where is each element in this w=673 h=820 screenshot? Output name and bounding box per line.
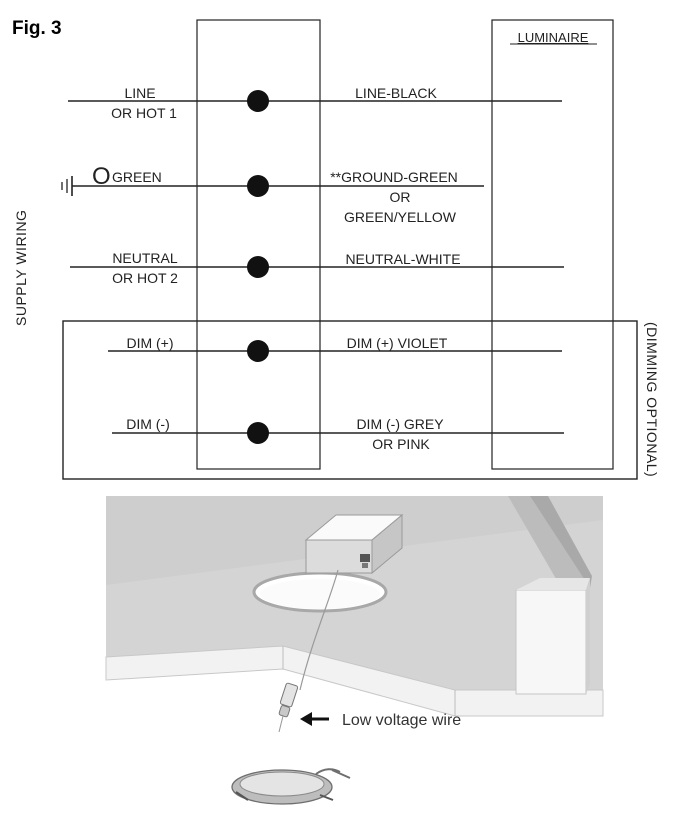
wire-nut	[247, 175, 269, 197]
ceiling-edge	[105, 645, 604, 717]
wire-nut	[247, 340, 269, 362]
wire-ground: O GREEN **GROUND-GREEN OR GREEN/YELLOW	[61, 163, 484, 225]
callout-arrow	[300, 712, 329, 726]
wire-through-hole	[299, 569, 339, 691]
fixture-label: GREEN/YELLOW	[344, 209, 457, 225]
luminaire-box	[491, 19, 614, 470]
wire-line: LINE OR HOT 1 LINE-BLACK	[68, 85, 562, 121]
supply-label: OR HOT 2	[112, 270, 178, 286]
supply-label: LINE	[124, 85, 155, 101]
low-voltage-callout: Low voltage wire	[342, 712, 461, 729]
wire-dim-plus: DIM (+) DIM (+) VIOLET	[108, 335, 562, 362]
supply-label: DIM (-)	[126, 416, 170, 432]
fixture-label: LINE-BLACK	[355, 85, 437, 101]
led-fixture	[231, 768, 351, 805]
wire-neutral: NEUTRAL OR HOT 2 NEUTRAL-WHITE	[70, 250, 564, 286]
fixture-label: OR PINK	[372, 436, 430, 452]
dimming-enclosure	[62, 320, 638, 480]
supply-wiring-label: SUPPLY WIRING	[13, 210, 29, 326]
junction-box	[196, 19, 321, 470]
wire-nut	[247, 256, 269, 278]
fixture-label: OR	[390, 189, 411, 205]
dimming-optional-label: (DIMMING OPTIONAL)	[644, 322, 660, 477]
wire-nut	[247, 90, 269, 112]
fixture-label: NEUTRAL-WHITE	[345, 251, 460, 267]
fixture-label: DIM (+) VIOLET	[347, 335, 448, 351]
fixture-label: DIM (-) GREY	[356, 416, 444, 432]
ceiling-joist	[508, 496, 592, 695]
supply-label: NEUTRAL	[112, 250, 178, 266]
ground-ring-symbol: O	[92, 163, 111, 190]
wire-nut	[247, 422, 269, 444]
luminaire-label: LUMINAIRE	[518, 30, 589, 45]
low-voltage-connector	[278, 682, 299, 733]
fixture-label: **GROUND-GREEN	[330, 169, 458, 185]
figure-label: Fig. 3	[12, 18, 62, 39]
driver-box	[304, 513, 404, 575]
wire-dim-minus: DIM (-) DIM (-) GREY OR PINK	[112, 416, 564, 452]
installation-illustration: Low voltage wire	[105, 496, 604, 805]
supply-label: DIM (+)	[126, 335, 173, 351]
supply-label: GREEN	[112, 169, 162, 185]
supply-label: OR HOT 1	[111, 105, 177, 121]
